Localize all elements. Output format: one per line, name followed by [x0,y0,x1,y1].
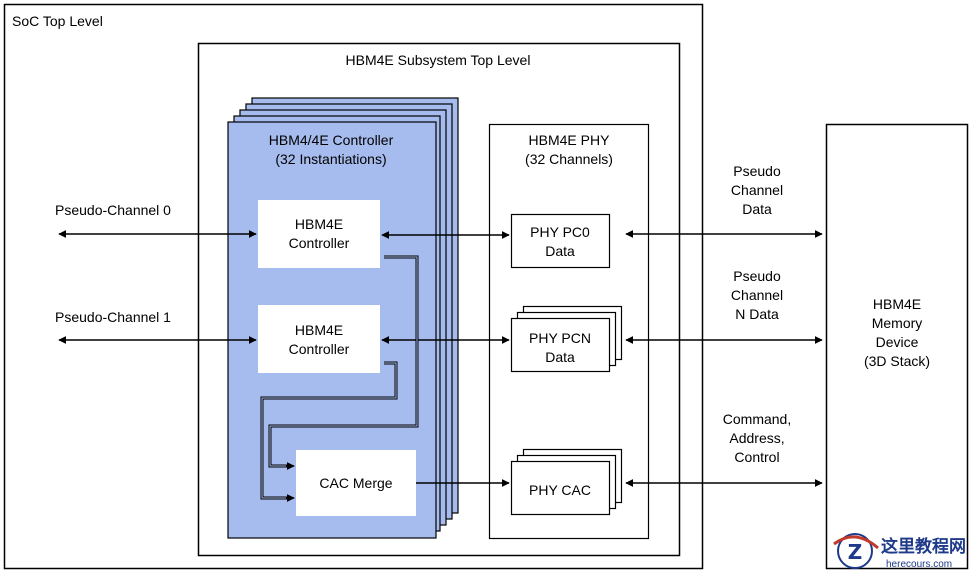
memory-device-line4: (3D Stack) [864,353,930,369]
link-2-line2: Address, [729,430,784,446]
link-1-line1: Pseudo [733,268,781,284]
watermark-logo-icon: Z [833,533,879,569]
cac-merge-box [296,450,416,516]
watermark: Z 这里教程网 herecours.com [833,533,966,570]
phy-cac-label: PHY CAC [529,482,591,498]
cac-route-controller-1-inner [261,362,397,499]
soc-title: SoC Top Level [12,13,103,29]
phy-pc0-line2: Data [545,243,575,259]
link-2-line3: Control [734,449,779,465]
watermark-brand: 这里教程网 [881,536,966,557]
memory-device-box [825,123,969,570]
soc-boundary [3,3,704,570]
link-0-line1: Pseudo [733,163,781,179]
phy-pcn-line1: PHY PCN [529,330,591,346]
controller-1-line2: Controller [289,341,350,357]
phy-subtitle: (32 Channels) [525,151,613,167]
controller-0-line1: HBM4E [295,216,343,232]
phy-title: HBM4E PHY [529,132,611,148]
pseudo-channel-0-label: Pseudo-Channel 0 [55,202,171,218]
subsystem-title: HBM4E Subsystem Top Level [346,52,531,68]
link-0-line3: Data [742,201,772,217]
controller-stack-title: HBM4/4E Controller [269,132,394,148]
controller-stack-subtitle: (32 Instantiations) [275,151,386,167]
svg-text:Z: Z [848,540,863,564]
phy-pc0-box [510,213,611,269]
pseudo-channel-1-label: Pseudo-Channel 1 [55,309,171,325]
phy-pcn-stack [510,305,623,373]
link-2-line1: Command, [723,411,791,427]
subsystem-boundary [197,42,681,557]
controller-0-line2: Controller [289,235,350,251]
watermark-site: herecours.com [886,559,952,570]
controller-1-line1: HBM4E [295,322,343,338]
memory-device-line3: Device [876,334,919,350]
controller-0-box [258,200,380,268]
phy-pcn-line2: Data [545,349,575,365]
memory-device-line2: Memory [872,315,923,331]
cac-route-controller-0-inner [269,256,418,467]
cac-merge-label: CAC Merge [319,475,392,491]
controller-1-box [258,305,380,373]
phy-pc0-line1: PHY PC0 [530,224,590,240]
link-1-line3: N Data [735,306,779,322]
link-0-line2: Channel [731,182,783,198]
memory-device-line1: HBM4E [873,296,921,312]
link-1-line2: Channel [731,287,783,303]
phy-cac-stack [510,448,623,516]
